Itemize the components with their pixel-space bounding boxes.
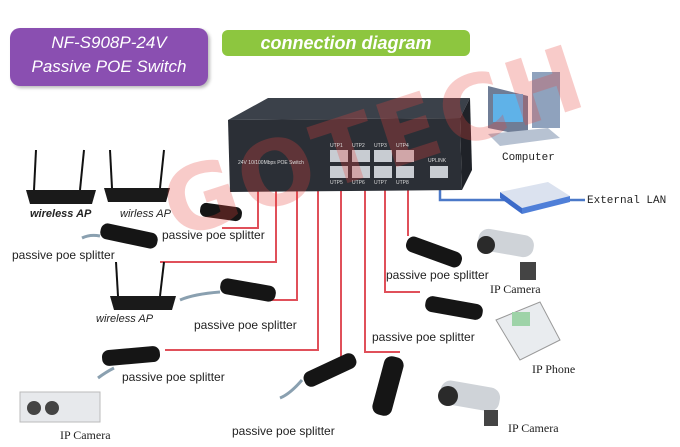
splitter-6-label: passive poe splitter — [122, 370, 225, 384]
computer-label: Computer — [502, 152, 555, 164]
external-lan-label: External LAN — [587, 195, 667, 207]
splitter-2-device — [100, 223, 158, 249]
computer-device — [488, 72, 560, 146]
splitter-devices — [100, 202, 483, 416]
router-device — [500, 182, 570, 214]
ip-camera-3-label: IP Camera — [508, 421, 559, 435]
ip-camera-1-device — [477, 228, 536, 280]
wireless-ap-3-label: wireless AP — [96, 313, 154, 325]
port-label-utp4: UTP4 — [396, 143, 409, 149]
model-name: NF-S908P-24V — [51, 33, 167, 52]
wireless-ap-2-device — [104, 149, 170, 202]
ip-camera-1-label: IP Camera — [490, 282, 541, 296]
product-title-box: NF-S908P-24V Passive POE Switch — [10, 28, 208, 86]
splitter-5-label: passive poe splitter — [372, 330, 475, 344]
splitter-4-label: passive poe splitter — [386, 268, 489, 282]
poe-cables — [160, 190, 420, 362]
port-label-utp8: UTP8 — [396, 180, 409, 186]
splitter-5-device — [425, 296, 483, 320]
splitter-2-label: passive poe splitter — [12, 248, 115, 262]
splitter-8-device — [372, 356, 404, 416]
wireless-ap-3-device — [110, 261, 176, 310]
ip-camera-3-device — [438, 380, 501, 426]
ip-phone-device — [495, 301, 561, 361]
ip-camera-2-label: IP Camera — [60, 428, 111, 442]
product-name: Passive POE Switch — [31, 57, 187, 76]
port-label-utp6: UTP6 — [352, 180, 365, 186]
uplink-port-label: UPLINK — [428, 158, 447, 164]
splitter-6-device — [101, 346, 161, 366]
wireless-ap-1-label: wireless AP — [30, 208, 92, 220]
port-label-utp7: UTP7 — [374, 180, 387, 186]
port-label-utp1: UTP1 — [330, 143, 343, 149]
splitter-3-device — [220, 278, 276, 302]
port-label-utp3: UTP3 — [374, 143, 387, 149]
switch-model-label: 24V 10/100Mbps POE Switch — [238, 160, 304, 166]
ip-camera-2-device — [19, 391, 101, 423]
port-label-utp2: UTP2 — [352, 143, 365, 149]
splitter-1-device — [200, 202, 242, 222]
wireless-ap-2-label: wirless AP — [120, 208, 171, 220]
poe-switch — [228, 98, 472, 192]
port-label-utp5: UTP5 — [330, 180, 343, 186]
splitter-7-label: passive poe splitter — [232, 424, 335, 438]
splitter-4-device — [405, 236, 463, 268]
splitter-3-label: passive poe splitter — [194, 318, 297, 332]
diagram-title: connection diagram — [222, 30, 470, 56]
splitter-1-label: passive poe splitter — [162, 228, 265, 242]
splitter-7-device — [303, 353, 357, 387]
wireless-ap-1-device — [26, 149, 96, 204]
ip-phone-label: IP Phone — [532, 362, 576, 376]
